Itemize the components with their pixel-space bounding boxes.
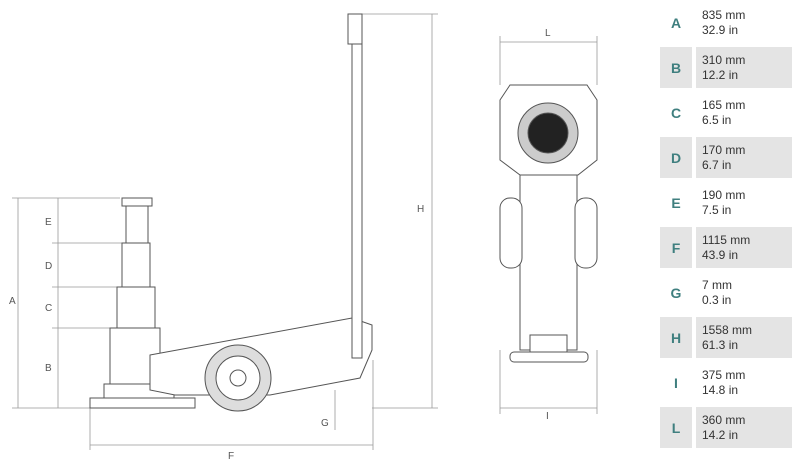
value-in: 32.9 in: [702, 22, 739, 37]
jack-dimension-drawing: A E D C B F G H L I: [9, 13, 598, 462]
value-mm: 170 mm: [702, 142, 746, 157]
front-view: [499, 84, 598, 363]
value-mm: 310 mm: [702, 52, 746, 67]
dimension-key: D: [660, 137, 692, 178]
label-d: D: [45, 261, 52, 272]
label-a: A: [9, 296, 16, 307]
side-view: [89, 13, 373, 412]
value-mm: 190 mm: [702, 187, 746, 202]
dimension-key: F: [660, 227, 692, 268]
value-mm: 165 mm: [702, 97, 746, 112]
value-mm: 1115 mm: [702, 232, 751, 247]
label-l: L: [545, 28, 551, 39]
value-in: 43.9 in: [702, 247, 739, 262]
value-mm: 1558 mm: [702, 322, 753, 337]
value-in: 7.5 in: [702, 202, 732, 217]
dimension-key: H: [660, 317, 692, 358]
dimension-key: E: [671, 194, 681, 211]
dimension-key: A: [670, 14, 682, 31]
value-in: 6.7 in: [702, 157, 732, 172]
value-in: 14.8 in: [702, 382, 739, 397]
value-in: 61.3 in: [702, 337, 739, 352]
dimension-lines: [12, 13, 598, 450]
value-mm: 375 mm: [702, 367, 746, 382]
label-i: I: [546, 411, 549, 422]
value-mm: 7 mm: [702, 277, 732, 292]
value-mm: 360 mm: [702, 412, 746, 427]
value-in: 12.2 in: [702, 67, 739, 82]
label-h: H: [417, 204, 424, 215]
label-g: G: [321, 418, 329, 429]
label-e: E: [45, 217, 52, 228]
value-in: 0.3 in: [702, 292, 732, 307]
value-in: 14.2 in: [702, 427, 739, 442]
value-in: 6.5 in: [702, 112, 732, 127]
label-c: C: [45, 303, 52, 314]
dimension-key: B: [660, 47, 692, 88]
dimension-key: I: [674, 374, 678, 391]
dimension-key: G: [670, 284, 682, 301]
label-f: F: [228, 451, 234, 462]
dimension-key: C: [670, 104, 682, 121]
dimension-key: L: [660, 407, 692, 448]
value-mm: 835 mm: [702, 7, 746, 22]
label-b: B: [45, 363, 52, 374]
